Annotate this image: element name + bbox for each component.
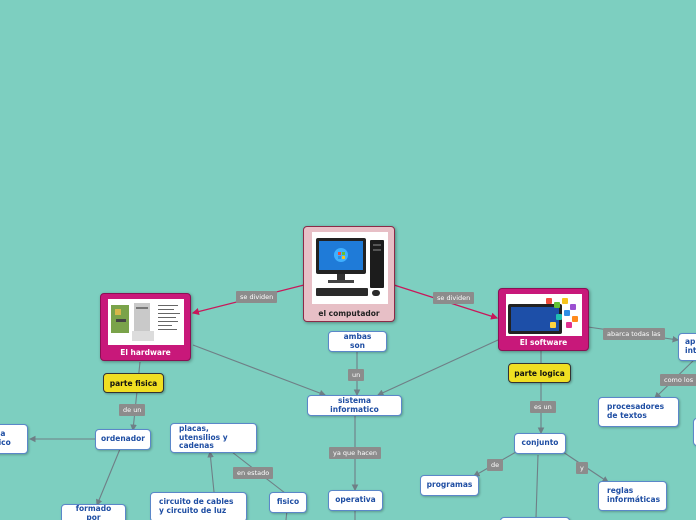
operativa-node[interactable]: operativa <box>328 490 383 511</box>
edge-label-como-los: como los <box>660 374 696 386</box>
computer-icon <box>312 232 388 304</box>
sistema-informatico-node[interactable]: sistema informatico <box>307 395 402 416</box>
fisico-node[interactable]: fisico <box>269 492 307 513</box>
ambas-son-node[interactable]: ambas son <box>328 331 387 352</box>
hardware-label: El hardware <box>120 348 171 357</box>
parte-logica-node[interactable]: parte logica <box>508 363 571 383</box>
reglas-node[interactable]: reglas informáticas <box>598 481 667 511</box>
link-ordenador-formado <box>96 448 121 507</box>
procesadores-node[interactable]: procesadores de textos <box>598 397 679 427</box>
central-node[interactable]: el computador <box>303 226 395 322</box>
hardware-icon <box>108 299 184 345</box>
edge-label-un: un <box>348 369 365 381</box>
link-circuito-placas <box>207 450 215 493</box>
central-label: el computador <box>318 309 380 318</box>
edge-label-se-dividen-right: se dividen <box>433 292 475 304</box>
software-label: El software <box>519 338 568 347</box>
edge-label-se-dividen-left: se dividen <box>236 291 278 303</box>
right-partial-node[interactable]: ap int <box>678 333 696 361</box>
bottom-partial-node[interactable] <box>500 517 570 520</box>
right-partial-node-2[interactable] <box>693 418 696 446</box>
edge-label-abarca: abarca todas las <box>603 328 665 340</box>
link-conjunto-down <box>535 454 539 519</box>
ordenador-node[interactable]: ordenador <box>95 429 151 450</box>
parte-fisica-node[interactable]: parte fisica <box>103 373 164 393</box>
link-hardware-sistema <box>192 344 327 397</box>
edge-label-y: y <box>576 462 588 474</box>
edge-label-de-un: de un <box>119 404 146 416</box>
circuito-node[interactable]: circuito de cables y circuito de luz <box>150 492 247 520</box>
edge-label-de: de <box>487 459 504 471</box>
link-software-sistema <box>377 339 499 396</box>
formado-por-node[interactable]: formado por <box>61 504 126 520</box>
placas-node[interactable]: placas, utensilios y cadenas <box>170 423 257 453</box>
edge-label-ya-que-hacen: ya que hacen <box>329 447 382 459</box>
programas-node[interactable]: programas <box>420 475 479 496</box>
left-partial-node[interactable]: na tico <box>0 424 28 454</box>
software-icon <box>506 294 582 336</box>
software-node[interactable]: El software <box>498 288 589 351</box>
edge-label-en-estado: en estado <box>233 467 274 479</box>
edge-label-es-un: es un <box>530 401 556 413</box>
hardware-node[interactable]: El hardware <box>100 293 191 361</box>
conjunto-node[interactable]: conjunto <box>514 433 566 454</box>
